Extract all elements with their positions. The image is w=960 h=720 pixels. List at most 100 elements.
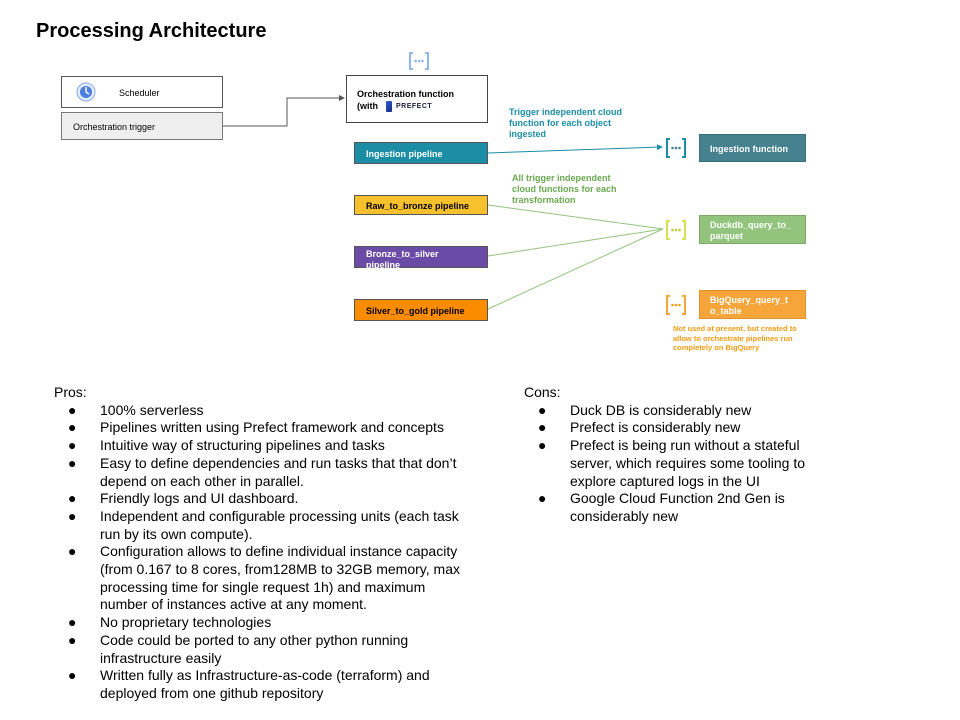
pros-item-line: Written fully as Infrastructure-as-code …: [100, 667, 430, 684]
bullet-icon: ●: [68, 401, 77, 418]
duckdb-function-label: Duckdb_query_to_ parquet: [710, 220, 791, 242]
bigquery-note-line3: completely on BigQuery: [673, 343, 760, 352]
scheduler-box: Scheduler: [61, 76, 223, 108]
bullet-icon: ●: [68, 614, 77, 631]
bigquery-function-box: BigQuery_query_t o_table: [699, 290, 806, 319]
pros-item-line: Intuitive way of structuring pipelines a…: [100, 437, 385, 454]
cons-item: ● Prefect is considerably new: [524, 419, 834, 437]
bullet-icon: ●: [538, 490, 547, 507]
duckdb-function-icon: [666, 220, 686, 240]
cloud-function-icon: [409, 52, 429, 70]
bigquery-function-icon: [666, 295, 686, 315]
pros-list: ● 100% serverless ● Pipelines written using…: [54, 402, 494, 703]
pros-item-line: number of instances active at any moment…: [100, 596, 367, 613]
page-title: Processing Architecture: [36, 20, 267, 42]
transformation-note: All trigger independent cloud functions …: [512, 173, 642, 206]
ingestion-note-line3: ingested: [509, 129, 547, 139]
cons-item-line: Duck DB is considerably new: [570, 401, 752, 418]
bigquery-note-line2: allow to orchestrate pipelines run: [673, 333, 793, 343]
cons-list: ●Duck DB is considerably new●Prefect is …: [524, 402, 834, 526]
pros-section: Pros: ● 100% serverless ● Pipelines written…: [54, 384, 494, 703]
bullet-icon: ●: [68, 454, 77, 471]
trigger-to-orchestration-connector: [223, 95, 345, 127]
pros-item: ● Written fully as Infrastructure-as-code…: [54, 667, 494, 702]
pros-item-line: infrastructure easily: [100, 649, 222, 666]
duckdb-function-line1: Duckdb_query_to_: [710, 220, 792, 230]
cons-item-line: server, which requires some tooling to: [570, 454, 805, 471]
duckdb-function-box: Duckdb_query_to_ parquet: [699, 215, 806, 244]
cons-item: ●Duck DB is considerably new: [524, 402, 834, 420]
prefect-mark-icon: [386, 101, 392, 112]
ingestion-function-icon: [666, 138, 686, 158]
cons-item-line: Prefect is considerably new: [570, 419, 741, 436]
bullet-icon: ●: [68, 490, 77, 507]
bigquery-function-line2: o_table: [710, 306, 742, 316]
prefect-logo: PREFECT: [386, 101, 432, 112]
connector-lines: [223, 95, 664, 310]
pros-item-line: deployed from one github repository: [100, 684, 324, 701]
bullet-icon: ●: [68, 631, 77, 648]
pros-item-line: 100% serverless: [100, 401, 204, 418]
bigquery-note: Not used at present, but created to allo…: [673, 324, 823, 353]
pros-item-line: processing time for single request 1h) a…: [100, 578, 426, 595]
pros-item-line: Friendly logs and UI dashboard.: [100, 490, 299, 507]
cons-item: ●Prefect is being run without a stateful…: [524, 437, 834, 490]
duckdb-function-line2: parquet: [710, 231, 744, 241]
ingestion-function-label: Ingestion function: [710, 144, 788, 154]
pros-item-line: No proprietary technologies: [100, 614, 272, 631]
pros-heading: Pros:: [54, 384, 87, 400]
pros-item-line: Pipelines written using Prefect framewor…: [100, 419, 444, 436]
orchestration-trigger-label: Orchestration trigger: [73, 122, 156, 132]
raw-to-bronze-pipeline-label: Raw_to_bronze pipeline: [366, 201, 470, 211]
bronze-to-silver-line1: Bronze_to_silver: [366, 249, 439, 259]
transformation-note-line3: transformation: [512, 195, 576, 205]
orchestration-function-box: Orchestration function (with PREFECT: [346, 75, 488, 123]
pros-item-line: run by its own compute).: [100, 525, 253, 542]
pros-item-line: Independent and configurable processing …: [100, 507, 459, 524]
bullet-icon: ●: [68, 419, 77, 436]
silver-connector: [487, 228, 664, 310]
cons-section: Cons: ●Duck DB is considerably new●Prefe…: [524, 384, 834, 526]
pros-item: ● Friendly logs and UI dashboard.: [54, 490, 494, 508]
bronze-to-silver-pipeline-label: Bronze_to_silver pipeline: [366, 249, 439, 271]
transformation-note-line1: All trigger independent: [512, 173, 611, 183]
bigquery-function-label: BigQuery_query_t o_table: [710, 295, 788, 317]
bullet-icon: ●: [68, 437, 77, 454]
pros-item-line: (from 0.167 to 8 cores, from128MB to 32G…: [100, 561, 460, 578]
bigquery-function-line1: BigQuery_query_t: [710, 295, 789, 305]
ingestion-function-box: Ingestion function: [699, 134, 806, 162]
bronze-connector: [487, 228, 664, 257]
ingestion-connector: [487, 144, 663, 154]
bronze-to-silver-line2: pipeline: [366, 260, 401, 270]
bronze-to-silver-pipeline-box: Bronze_to_silver pipeline: [354, 246, 488, 271]
pros-item: ● Configuration allows to define individu…: [54, 543, 494, 614]
pros-item-line: Configuration allows to define individua…: [100, 543, 458, 560]
pros-item: ● Intuitive way of structuring pipelines …: [54, 437, 494, 455]
cons-item-line: Prefect is being run without a stateful: [570, 437, 800, 454]
cons-item-line: Google Cloud Function 2nd Gen is: [570, 490, 785, 507]
silver-to-gold-pipeline-label: Silver_to_gold pipeline: [366, 306, 465, 316]
orchestration-function-title: Orchestration function: [357, 89, 455, 99]
bullet-icon: ●: [68, 667, 77, 684]
pros-item: ● No proprietary technologies: [54, 614, 494, 632]
cons-item-line: explore captured logs in the UI: [570, 472, 760, 489]
bullet-icon: ●: [538, 419, 547, 436]
prefect-logo-text: PREFECT: [396, 103, 433, 110]
pros-item-line: depend on each other in parallel.: [100, 472, 304, 489]
bullet-icon: ●: [68, 543, 77, 560]
scheduler-label: Scheduler: [119, 88, 160, 98]
raw-connector: [487, 204, 664, 230]
cons-heading: Cons:: [524, 384, 561, 400]
orchestration-trigger-box: Orchestration trigger: [61, 112, 223, 140]
transformation-note-line2: cloud functions for each: [512, 184, 617, 194]
pros-item: ● 100% serverless: [54, 402, 494, 420]
pros-item: ●Independent and configurable processing…: [54, 508, 494, 543]
orchestration-function-with: (with: [357, 101, 378, 111]
silver-to-gold-pipeline-box: Silver_to_gold pipeline: [354, 299, 488, 321]
pros-item: ● Pipelines written using Prefect framewo…: [54, 419, 494, 437]
ingestion-pipeline-label: Ingestion pipeline: [366, 149, 443, 159]
ingestion-note: Trigger independent cloud function for e…: [509, 107, 659, 140]
pros-item: ●Easy to define dependencies and run tas…: [54, 455, 494, 490]
cons-item-line: considerably new: [570, 507, 679, 524]
